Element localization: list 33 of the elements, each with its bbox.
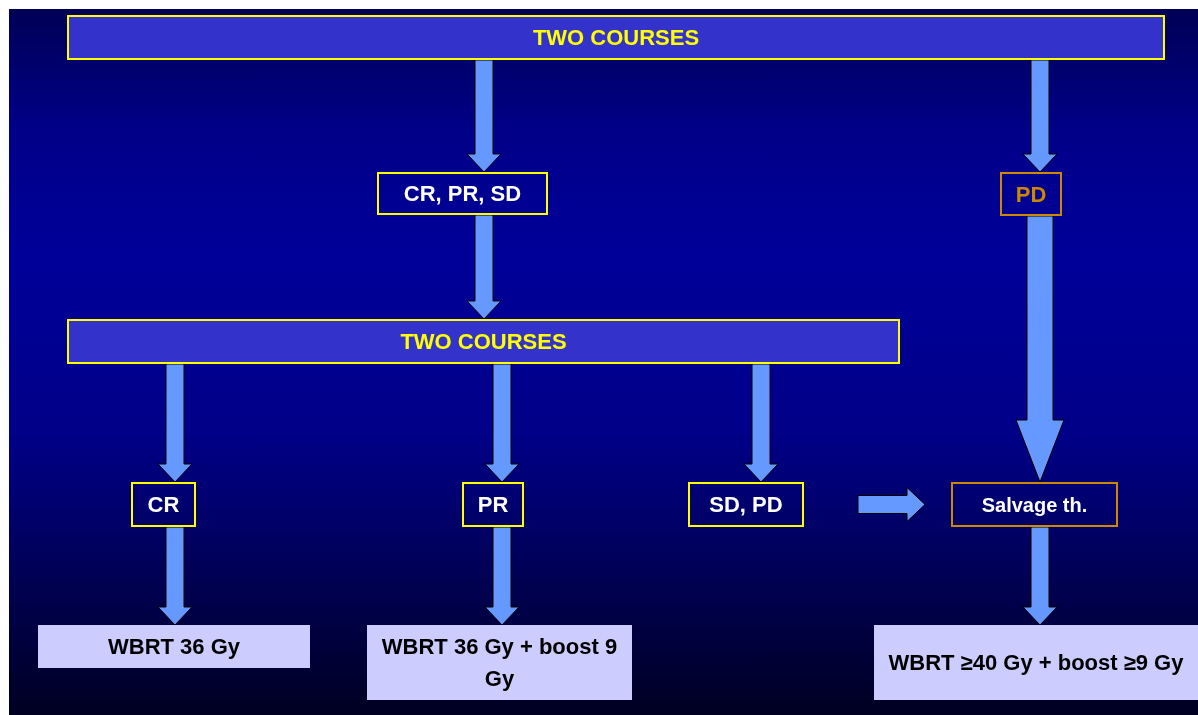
node-label: Salvage th. [980, 492, 1089, 518]
therapy-box [874, 625, 1198, 700]
node-label: PR [476, 491, 510, 519]
block-arrow [466, 214, 502, 320]
node-label: WBRT 36 Gy + boost 9 Gy [380, 632, 619, 693]
outcome-box [462, 482, 524, 527]
node-label: TWO COURSES [531, 24, 701, 52]
block-arrow [157, 363, 193, 483]
block-arrow [1015, 215, 1065, 483]
block-arrow [1022, 526, 1058, 626]
banner-box [67, 319, 900, 364]
node-label: SD, PD [708, 491, 784, 519]
node-label: TWO COURSES [399, 328, 568, 356]
node-label: PD [1014, 180, 1048, 209]
outcome-box [1000, 172, 1062, 216]
banner-box [67, 15, 1165, 60]
block-arrow [857, 487, 926, 522]
block-arrow [743, 363, 779, 483]
node-label: WBRT 36 Gy [107, 632, 241, 661]
outcome-box [951, 482, 1118, 527]
outcome-box [131, 482, 196, 527]
outcome-box [377, 172, 548, 215]
node-label: CR, PR, SD [402, 180, 523, 208]
block-arrow [466, 59, 502, 173]
node-label: CR [146, 491, 181, 519]
block-arrow [1022, 59, 1058, 173]
therapy-box [367, 625, 632, 700]
therapy-box [38, 625, 310, 668]
block-arrow [484, 363, 520, 483]
block-arrow [484, 526, 520, 626]
block-arrow [157, 526, 193, 626]
node-label: WBRT ≥40 Gy + boost ≥9 Gy [887, 648, 1185, 677]
outcome-box [688, 482, 804, 527]
